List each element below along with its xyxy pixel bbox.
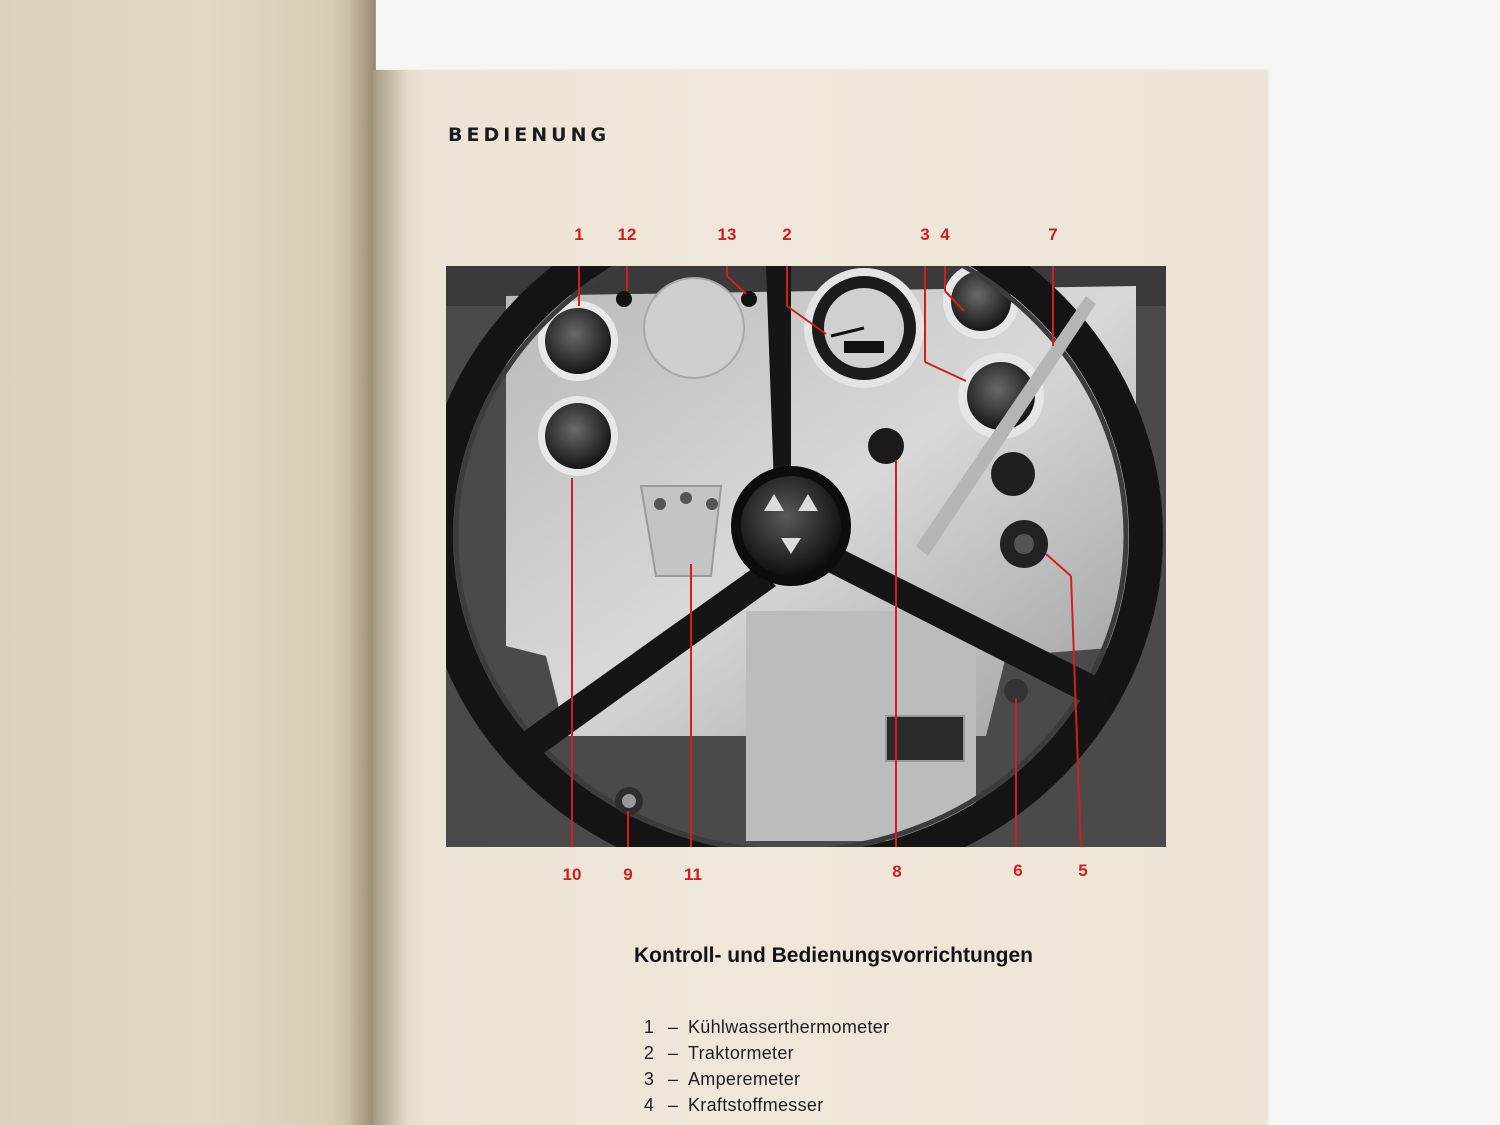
legend-label: Kühlwasserthermometer	[688, 1017, 890, 1037]
legend-list: 1–Kühlwasserthermometer 2–Traktormeter 3…	[640, 1017, 889, 1121]
legend-label: Traktormeter	[688, 1043, 794, 1063]
callout-label-8: 8	[892, 862, 902, 881]
legend-separator: –	[667, 1043, 679, 1063]
callout-label-10: 10	[562, 865, 582, 884]
dashboard-photo	[446, 266, 1166, 847]
legend-number: 4	[643, 1095, 655, 1115]
legend-separator: –	[667, 1095, 679, 1115]
callout-label-11: 11	[684, 865, 702, 884]
legend-separator: –	[667, 1069, 679, 1089]
dashboard-illustration	[446, 266, 1166, 847]
left-page	[0, 0, 376, 1125]
callout-label-9: 9	[623, 865, 633, 884]
callout-label-7: 7	[1048, 225, 1058, 244]
section-heading: BEDIENUNG	[448, 124, 611, 146]
callout-label-3: 3	[920, 225, 930, 244]
callout-label-1: 1	[574, 225, 584, 244]
callout-label-5: 5	[1078, 861, 1088, 880]
legend-label: Kraftstoffmesser	[688, 1095, 824, 1115]
legend-item: 3–Amperemeter	[640, 1069, 889, 1095]
legend-number: 1	[643, 1017, 655, 1037]
legend-item: 4–Kraftstoffmesser	[640, 1095, 889, 1121]
legend-item: 2–Traktormeter	[640, 1043, 889, 1069]
callout-label-12: 12	[617, 225, 637, 244]
callout-label-13: 13	[717, 225, 737, 244]
callout-label-2: 2	[782, 225, 792, 244]
legend-label: Amperemeter	[688, 1069, 801, 1089]
legend-number: 3	[643, 1069, 655, 1089]
legend-separator: –	[667, 1017, 679, 1037]
callout-label-6: 6	[1013, 861, 1023, 880]
legend-number: 2	[643, 1043, 655, 1063]
callout-label-4: 4	[940, 225, 950, 244]
legend-item: 1–Kühlwasserthermometer	[640, 1017, 889, 1043]
caption-title: Kontroll- und Bedienungsvorrichtungen	[634, 944, 1033, 967]
